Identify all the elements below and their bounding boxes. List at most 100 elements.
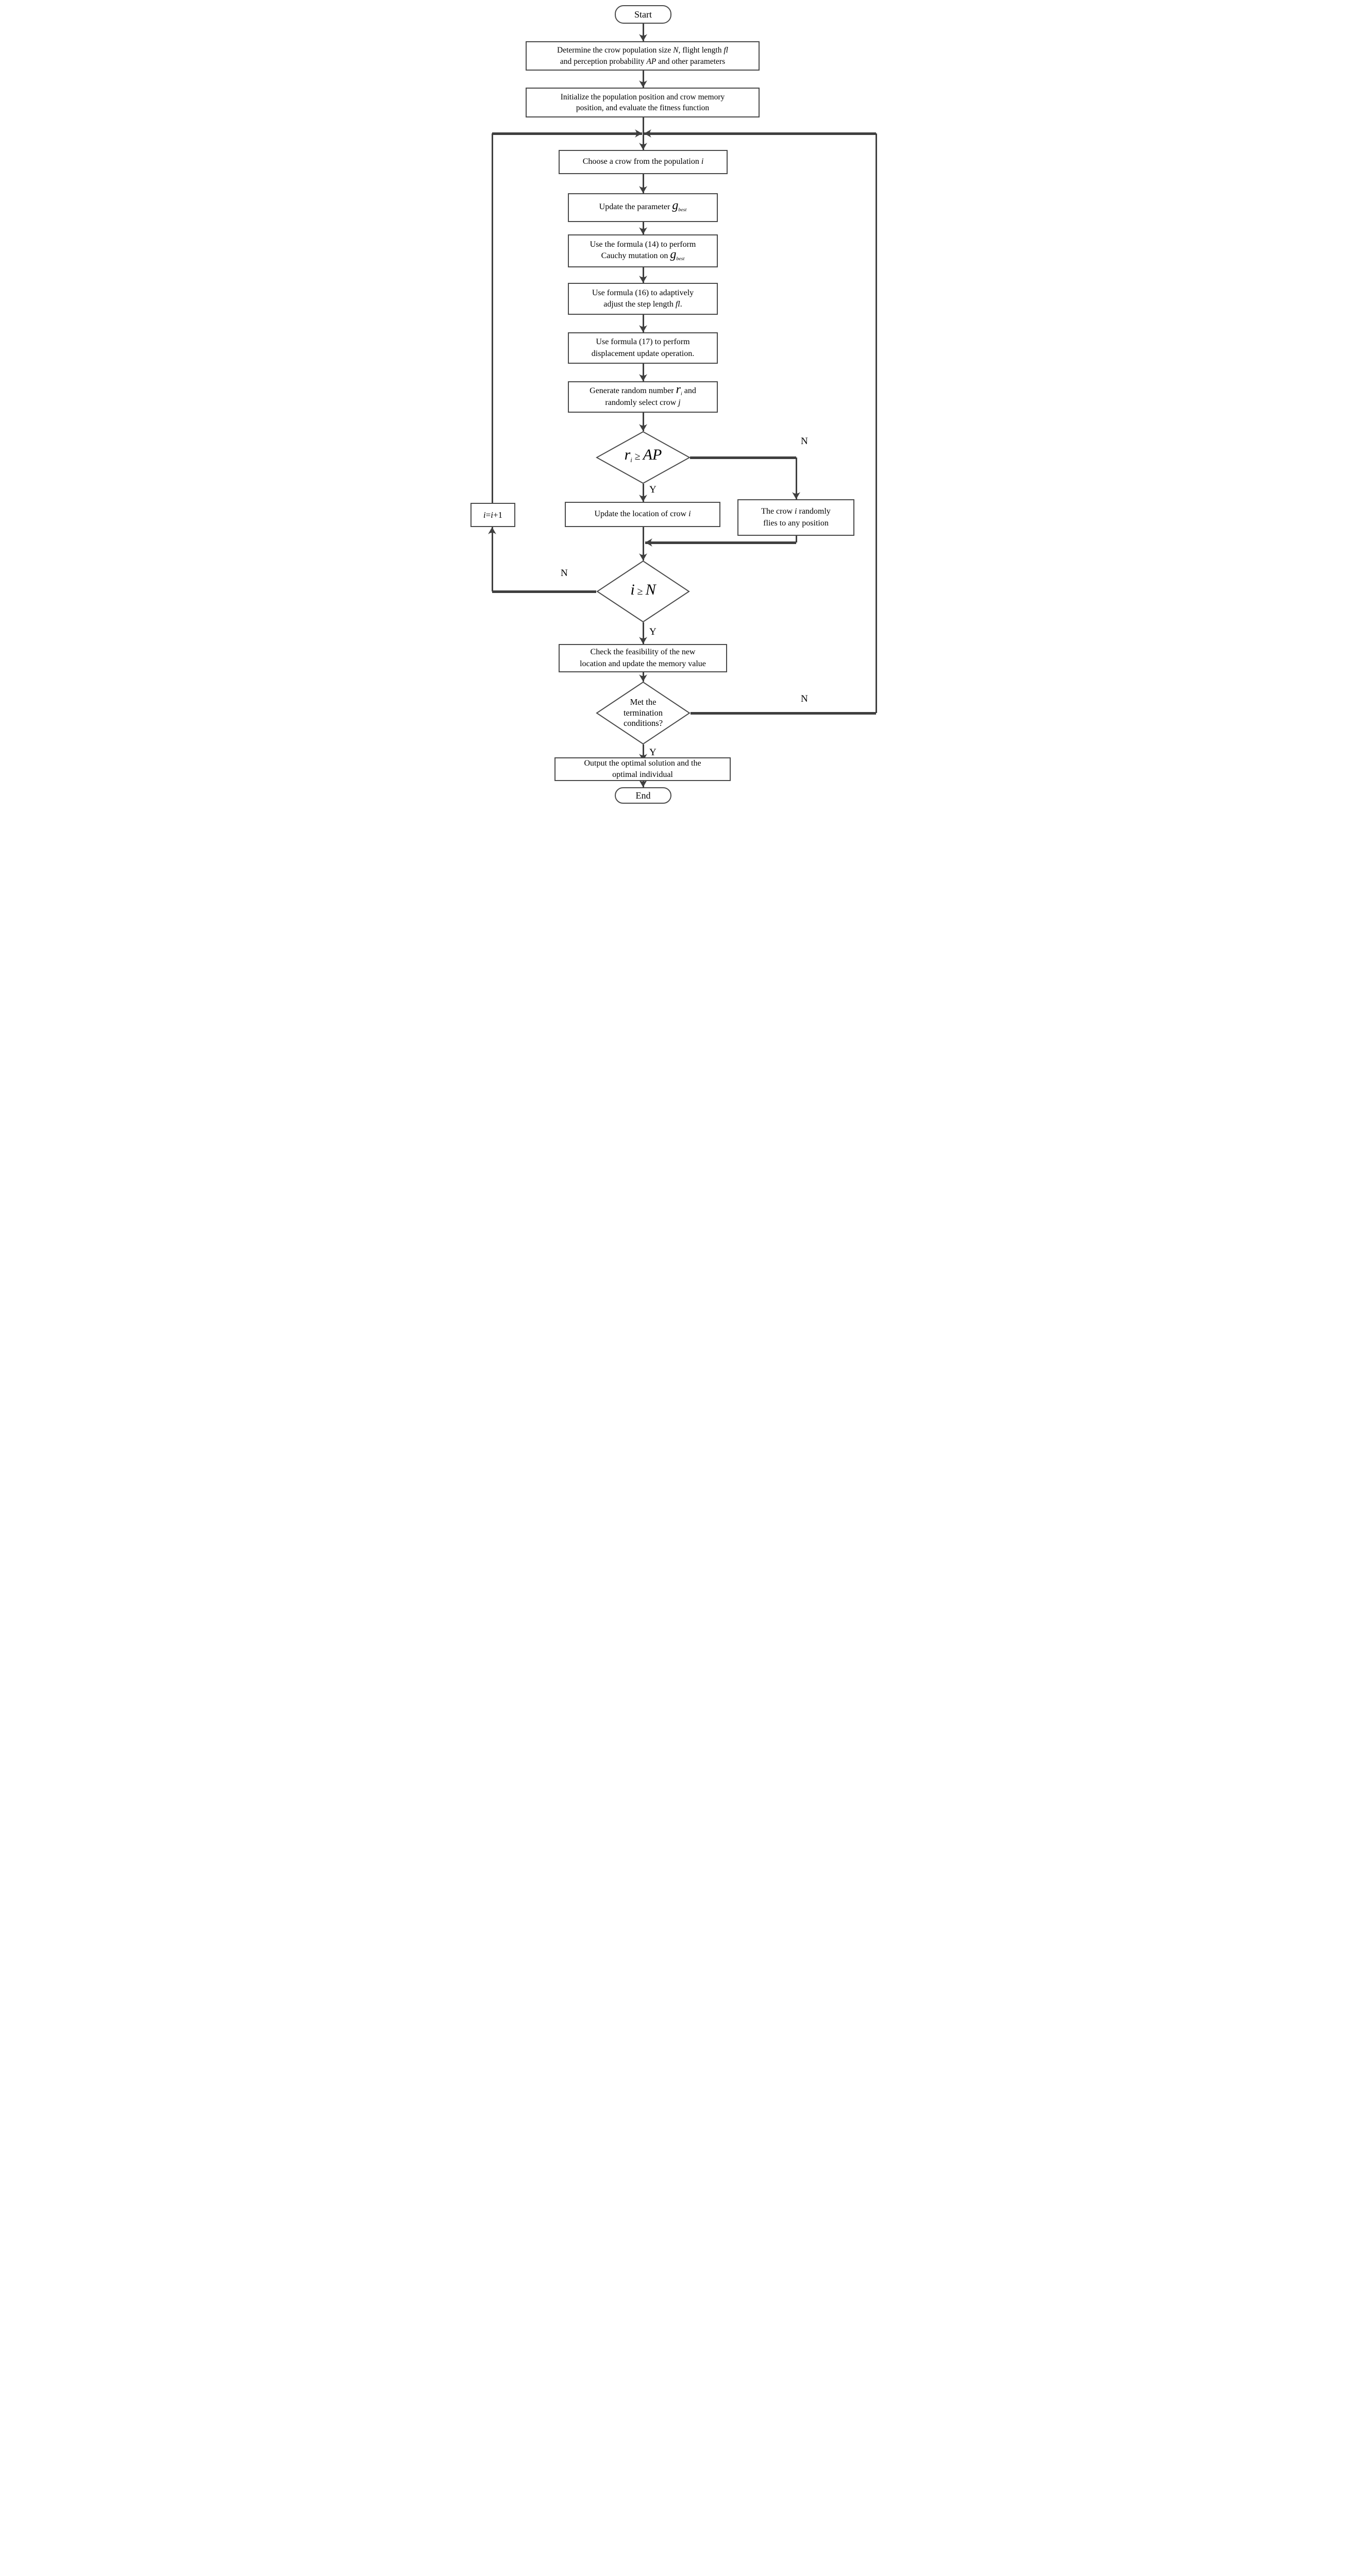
end-terminal: End bbox=[615, 787, 671, 804]
start-label: Start bbox=[634, 9, 652, 20]
text-line: i=i+1 bbox=[483, 510, 503, 520]
connector-line bbox=[645, 541, 796, 544]
diamond-shape bbox=[596, 431, 691, 484]
text-line: Use the formula (14) to perform bbox=[590, 240, 696, 249]
connector-line bbox=[642, 117, 644, 150]
process-cauchy-mutation: Use the formula (14) to perform Cauchy m… bbox=[568, 234, 718, 267]
connector-line bbox=[642, 744, 644, 761]
arrowhead-down-icon bbox=[639, 325, 647, 332]
arrowhead-down-icon bbox=[639, 186, 647, 193]
flowchart-canvas: Start Determine the crow population size… bbox=[467, 0, 879, 805]
connector-line bbox=[491, 133, 493, 503]
process-displacement-update: Use formula (17) to perform displacement… bbox=[568, 332, 718, 364]
connector-line bbox=[491, 527, 493, 591]
text-line: flies to any position bbox=[763, 518, 829, 528]
connector-line bbox=[642, 174, 644, 193]
connector-line bbox=[492, 132, 642, 135]
text-line: adjust the step length fl. bbox=[603, 300, 682, 309]
connector-line bbox=[691, 711, 876, 715]
text-line: displacement update operation. bbox=[591, 349, 695, 358]
text-line: The crow i randomly bbox=[761, 507, 831, 516]
process-choose-crow: Choose a crow from the population i bbox=[559, 150, 728, 174]
text-line: Output the optimal solution and the bbox=[584, 758, 701, 768]
arrowhead-down-icon bbox=[639, 80, 647, 88]
process-initialize-population: Initialize the population position and c… bbox=[526, 88, 760, 117]
process-output-solution: Output the optimal solution and the opti… bbox=[554, 757, 731, 781]
arrowhead-down-icon bbox=[639, 374, 647, 381]
connector-line bbox=[642, 622, 644, 644]
connector-line bbox=[642, 24, 644, 41]
connector-line bbox=[690, 456, 796, 459]
edge-label-yes: Y bbox=[649, 484, 657, 495]
text-line: Check the feasibility of the new bbox=[590, 648, 696, 657]
process-generate-random: Generate random number ri and randomly s… bbox=[568, 381, 718, 413]
arrowhead-up-icon bbox=[488, 527, 496, 534]
end-label: End bbox=[635, 790, 651, 801]
text-line: Met the bbox=[630, 697, 657, 707]
arrowhead-down-icon bbox=[639, 276, 647, 283]
text-line: Determine the crow population size N, fl… bbox=[557, 46, 728, 55]
arrowhead-left-icon bbox=[644, 129, 651, 138]
arrowhead-down-icon bbox=[639, 780, 647, 787]
arrowhead-down-icon bbox=[639, 424, 647, 431]
text-line: Cauchy mutation on gbest bbox=[601, 248, 685, 262]
text-line: Update the parameter gbest bbox=[599, 199, 687, 213]
arrowhead-down-icon bbox=[639, 637, 647, 644]
connector-line bbox=[644, 132, 876, 135]
arrowhead-down-icon bbox=[639, 553, 647, 561]
connector-line bbox=[642, 527, 644, 561]
arrowhead-down-icon bbox=[639, 143, 647, 150]
text-line: Initialize the population position and c… bbox=[560, 92, 725, 101]
process-check-feasibility: Check the feasibility of the new locatio… bbox=[559, 644, 727, 672]
diamond-shape bbox=[596, 682, 691, 744]
connector-line bbox=[795, 536, 797, 543]
connector-line bbox=[642, 267, 644, 283]
edge-label-no: N bbox=[801, 436, 808, 447]
process-update-location: Update the location of crow i bbox=[565, 502, 720, 527]
text-line: Use formula (17) to perform bbox=[596, 337, 690, 347]
process-determine-params: Determine the crow population size N, fl… bbox=[526, 41, 760, 71]
start-terminal: Start bbox=[615, 5, 671, 24]
edge-label-yes: Y bbox=[649, 747, 657, 758]
edge-label-no: N bbox=[561, 568, 568, 579]
text-line: Use formula (16) to adaptively bbox=[592, 288, 694, 297]
text-line: randomly select crow j bbox=[605, 398, 681, 408]
text-line: i ≥ N bbox=[630, 581, 656, 598]
text-line: Update the location of crow i bbox=[594, 510, 691, 519]
arrowhead-right-icon bbox=[635, 129, 642, 138]
connector-line bbox=[642, 315, 644, 332]
text-line: termination bbox=[623, 707, 663, 718]
diamond-shape bbox=[596, 561, 690, 622]
process-adjust-step-length: Use formula (16) to adaptively adjust th… bbox=[568, 283, 718, 315]
process-random-fly: The crow i randomly flies to any positio… bbox=[737, 499, 854, 536]
decision-ri-ge-ap: ri ≥ AP bbox=[596, 431, 691, 484]
process-increment-i: i=i+1 bbox=[470, 503, 515, 527]
connector-line bbox=[795, 457, 797, 499]
connector-line bbox=[642, 413, 644, 431]
arrowhead-down-icon bbox=[639, 34, 647, 41]
text-line: and perception probability AP and other … bbox=[560, 57, 726, 66]
arrowhead-left-icon bbox=[645, 538, 652, 547]
connector-line bbox=[492, 590, 596, 593]
connector-line bbox=[642, 71, 644, 88]
edge-label-yes: Y bbox=[649, 626, 657, 637]
text-line: optimal individual bbox=[612, 770, 673, 779]
process-update-gbest: Update the parameter gbest bbox=[568, 193, 718, 222]
edge-label-no: N bbox=[801, 693, 808, 704]
text-line: Choose a crow from the population i bbox=[582, 157, 704, 166]
arrowhead-down-icon bbox=[639, 674, 647, 682]
arrowhead-down-icon bbox=[639, 227, 647, 234]
decision-i-ge-n: i ≥ N bbox=[596, 561, 690, 622]
connector-line bbox=[875, 133, 877, 713]
text-line: ri ≥ AP bbox=[624, 446, 662, 464]
text-line: position, and evaluate the fitness funct… bbox=[576, 104, 710, 112]
connector-line bbox=[642, 222, 644, 234]
connector-line bbox=[642, 484, 644, 502]
connector-line bbox=[642, 364, 644, 381]
arrowhead-down-icon bbox=[792, 492, 800, 499]
text-line: Generate random number ri and bbox=[590, 382, 696, 397]
text-line: location and update the memory value bbox=[580, 659, 706, 668]
text-line: conditions? bbox=[623, 718, 663, 728]
arrowhead-down-icon bbox=[639, 495, 647, 502]
decision-termination: Met the termination conditions? bbox=[596, 682, 691, 744]
